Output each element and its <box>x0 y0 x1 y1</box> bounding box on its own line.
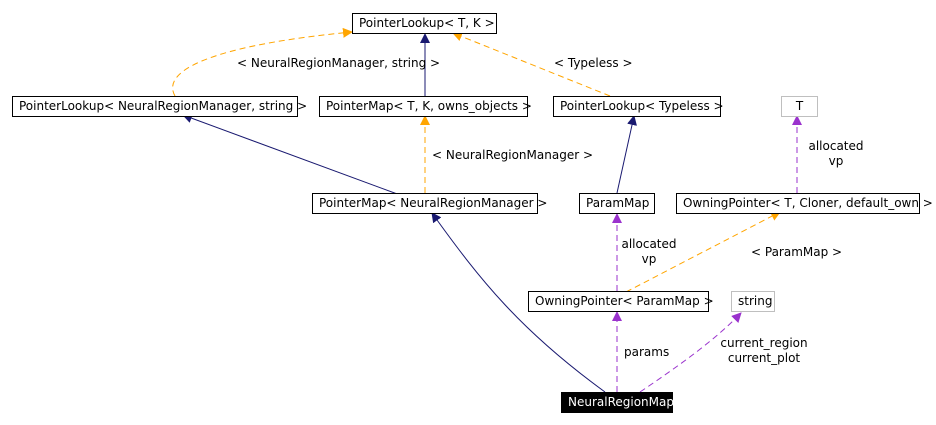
edge-label-allocated-pm: allocated <box>621 237 677 251</box>
edge-label-nrm: < NeuralRegionManager > <box>432 148 594 162</box>
node-neural-region-map[interactable]: NeuralRegionMap <box>561 392 674 413</box>
edge-label-current: current_region current_plot <box>718 336 810 366</box>
node-pointer-lookup-nrm-string[interactable]: PointerLookup< NeuralRegionManager, stri… <box>12 96 307 117</box>
node-string[interactable]: string <box>731 291 775 312</box>
edge-label-vp-t: vp <box>828 154 844 168</box>
edge-label-vp-pm: vp <box>641 252 657 266</box>
edge-label-allocated-vp-pm: allocated vp <box>618 237 680 267</box>
node-pointer-lookup-typeless[interactable]: PointerLookup< Typeless > <box>553 96 724 117</box>
edge-template-op-pm <box>625 211 781 293</box>
edge-label-current-plot: current_plot <box>727 351 801 365</box>
node-t[interactable]: T <box>781 96 818 117</box>
node-owning-pointer-t-cloner[interactable]: OwningPointer< T, Cloner, default_own > <box>676 193 933 214</box>
edge-inherit-pm-nrm <box>182 113 401 196</box>
edge-label-allocated-vp-t: allocated vp <box>806 139 866 169</box>
edge-label-param-map: < ParamMap > <box>751 245 843 259</box>
edge-label-allocated-t: allocated <box>808 139 864 153</box>
node-owning-pointer-param-map[interactable]: OwningPointer< ParamMap > <box>528 291 714 312</box>
node-pointer-lookup-t-k[interactable]: PointerLookup< T, K > <box>352 13 497 34</box>
node-param-map[interactable]: ParamMap <box>579 193 655 214</box>
node-pointer-map-t-k-owns[interactable]: PointerMap< T, K, owns_objects > <box>319 96 532 117</box>
edge-label-typeless: < Typeless > <box>554 56 633 70</box>
edge-template-pl-typeless <box>452 31 611 97</box>
edge-label-params: params <box>624 345 670 359</box>
edge-inherit-param-map <box>616 115 637 194</box>
edge-usage-string <box>639 312 742 393</box>
edge-inherit-nrm-map <box>431 212 606 393</box>
edge-template-pl-nrm-string <box>172 27 353 97</box>
edge-label-nrm-string: < NeuralRegionManager, string > <box>237 56 441 70</box>
edge-label-current-region: current_region <box>720 336 808 350</box>
node-pointer-map-nrm[interactable]: PointerMap< NeuralRegionManager > <box>312 193 547 214</box>
